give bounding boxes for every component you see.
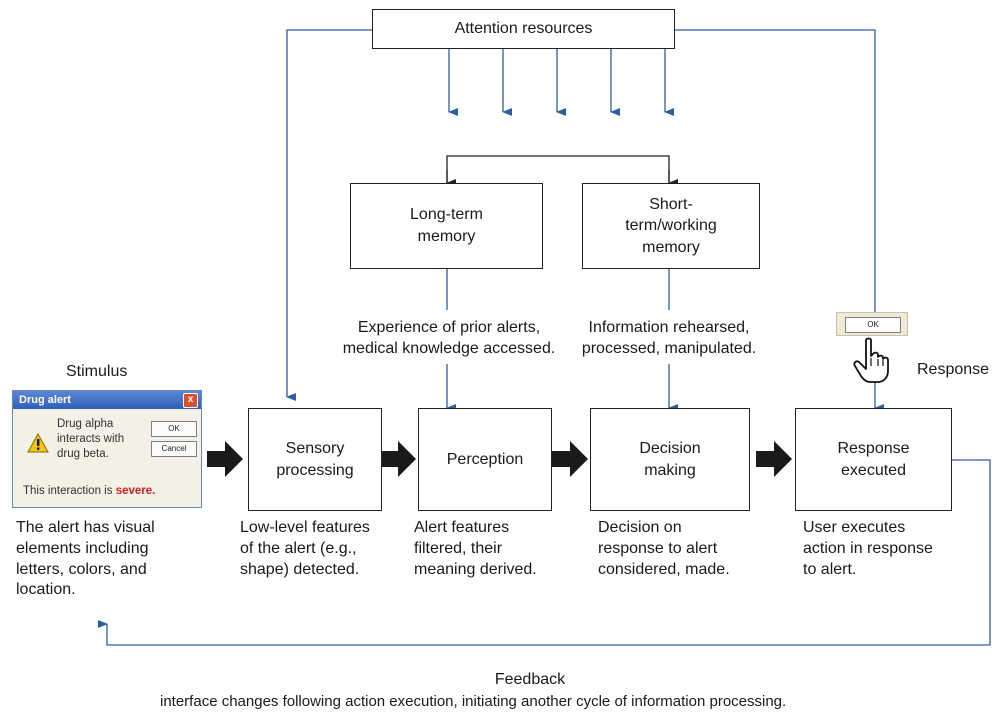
long-term-note-line1: Experience of prior alerts, (357, 319, 541, 336)
decision-description: Decision on response to alert considered… (598, 518, 730, 580)
decision-desc-2: response to alert (598, 539, 718, 557)
perception-desc-1: Alert features (414, 519, 510, 536)
pointing-hand-icon (853, 337, 889, 383)
sensory-desc-3: shape) detected. (240, 560, 360, 578)
stimulus-desc-3: letters, colors, and (16, 560, 147, 578)
drug-alert-severity: This interaction is severe. (23, 485, 155, 497)
long-term-memory-note: Experience of prior alerts, medical know… (329, 318, 569, 360)
stage-label-sensory-2: processing (276, 461, 354, 479)
severity-word: severe. (115, 485, 156, 497)
stage-box-sensory-processing: Sensory processing (248, 408, 382, 511)
feedback-description: interface changes following action execu… (160, 693, 787, 710)
long-term-note-line2: medical knowledge accessed. (342, 339, 556, 357)
response-label: Response (917, 361, 990, 378)
long-term-memory-box: Long-term memory (350, 183, 543, 269)
response-desc-1: User executes (803, 519, 906, 536)
drug-alert-dialog: Drug alert x Drug alpha interacts with d… (12, 390, 202, 508)
short-term-memory-note: Information rehearsed, processed, manipu… (569, 318, 769, 360)
stage-box-response-executed: Response executed (795, 408, 952, 511)
drug-alert-titlebar: Drug alert x (13, 391, 201, 409)
close-icon[interactable]: x (183, 393, 198, 408)
decision-desc-1: Decision on (598, 519, 682, 536)
attention-resources-box: Attention resources (372, 9, 675, 49)
flow-arrows (207, 441, 792, 477)
response-ok-button-label: OK (845, 317, 901, 333)
stimulus-description: The alert has visual elements including … (16, 518, 155, 601)
short-term-note-line1: Information rehearsed, (588, 319, 750, 336)
response-desc-3: to alert. (803, 560, 857, 578)
response-description: User executes action in response to aler… (803, 518, 933, 580)
short-term-memory-label-1: Short- (649, 195, 693, 213)
stimulus-label: Stimulus (66, 363, 128, 380)
short-term-memory-label-3: memory (642, 238, 700, 256)
drug-alert-message-2: interacts with (57, 433, 125, 445)
stage-box-perception: Perception (418, 408, 552, 511)
decision-desc-3: considered, made. (598, 560, 730, 578)
perception-desc-3: meaning derived. (414, 560, 537, 578)
flow-arrow-2 (380, 441, 416, 477)
drug-alert-message: Drug alpha interacts with drug beta. (57, 417, 124, 462)
severity-prefix: This interaction is (23, 485, 116, 497)
long-term-memory-label: Long-term memory (410, 206, 483, 245)
response-desc-2: action in response (803, 539, 933, 557)
flow-arrow-3 (552, 441, 588, 477)
drug-alert-title: Drug alert (19, 394, 71, 406)
stimulus-desc-2: elements including (16, 539, 149, 557)
stage-label-sensory-1: Sensory (285, 439, 345, 457)
drug-alert-message-1: Drug alpha (57, 418, 114, 430)
dialog-cancel-button[interactable]: Cancel (151, 441, 197, 457)
flow-arrow-4 (756, 441, 792, 477)
perception-desc-2: filtered, their (414, 539, 503, 557)
feedback-loop-line (98, 459, 991, 646)
short-term-memory-box: Short- term/working memory (582, 183, 760, 269)
dialog-ok-button[interactable]: OK (151, 421, 197, 437)
short-term-memory-label-2: term/working (625, 217, 717, 235)
stimulus-desc-1: The alert has visual (16, 519, 155, 536)
stage-label-response-1: Response (837, 439, 910, 457)
short-term-note-line2: processed, manipulated. (581, 339, 757, 357)
drug-alert-message-3: drug beta. (57, 448, 109, 460)
attention-resources-label: Attention resources (454, 20, 593, 38)
sensory-description: Low-level features of the alert (e.g., s… (240, 518, 370, 580)
stage-label-decision-2: making (644, 461, 696, 479)
perception-description: Alert features filtered, their meaning d… (414, 518, 537, 580)
attention-to-sensory-line (286, 29, 372, 401)
stage-label-decision-1: Decision (639, 439, 701, 457)
warning-icon (27, 433, 49, 453)
flow-arrow-1 (207, 441, 243, 477)
sensory-desc-1: Low-level features (240, 519, 370, 536)
stage-label-response-2: executed (841, 461, 906, 479)
attention-arrows (448, 48, 674, 116)
sensory-desc-2: of the alert (e.g., (240, 539, 357, 557)
response-ok-button[interactable]: OK (836, 312, 908, 336)
stimulus-desc-4: location. (16, 581, 76, 599)
memory-bracket (446, 155, 670, 183)
stage-box-decision-making: Decision making (590, 408, 750, 511)
attention-to-ok-line (675, 29, 876, 312)
stage-label-perception: Perception (446, 450, 524, 468)
feedback-title: Feedback (494, 671, 566, 688)
